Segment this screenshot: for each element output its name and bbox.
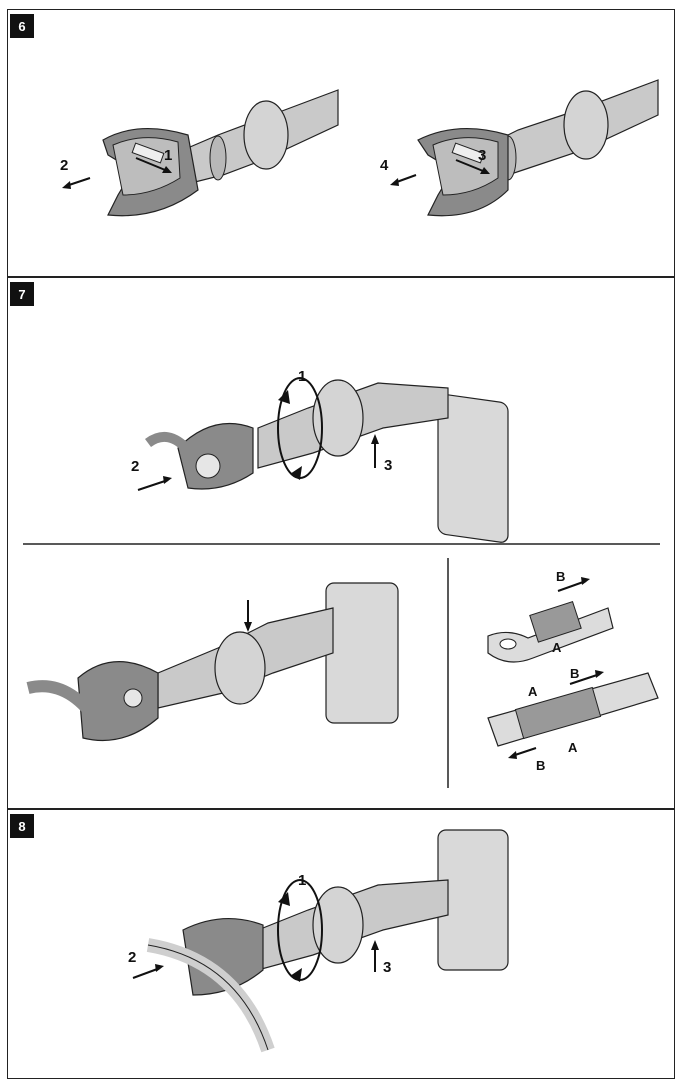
panel-number-badge: 6 — [10, 14, 34, 38]
label-2: 2 — [131, 458, 139, 475]
detail-label-a2: A — [528, 684, 538, 699]
label-2: 2 — [60, 157, 68, 174]
crimp-tool-step-8 — [146, 829, 509, 1053]
detail-label-b3: B — [536, 758, 545, 773]
panel-8: 8 1 2 3 — [7, 809, 675, 1079]
crimp-tool-top — [145, 379, 509, 543]
detail-label-a3: A — [568, 740, 578, 755]
label-3: 3 — [383, 959, 391, 976]
panel-6: 6 1 2 3 4 — [7, 9, 675, 277]
crimp-tool-bottom — [26, 582, 399, 741]
crimp-tool-left — [102, 89, 339, 217]
panel-number-badge: 7 — [10, 282, 34, 306]
label-1: 1 — [298, 368, 306, 385]
panel-7-illustration: 1 2 3 B A — [23, 368, 660, 788]
arrow-b-right — [569, 673, 601, 685]
crimp-tool-right — [417, 79, 659, 217]
label-4: 4 — [380, 157, 389, 174]
arrow-b-top — [557, 580, 587, 592]
panel-8-illustration: 1 2 3 — [128, 829, 509, 1053]
label-3: 3 — [384, 457, 392, 474]
label-3: 3 — [478, 147, 486, 164]
cable-lug-detail — [487, 600, 614, 663]
label-1: 1 — [298, 872, 306, 889]
arrow-2 — [137, 479, 169, 491]
label-2: 2 — [128, 949, 136, 966]
arrow-2 — [132, 967, 161, 979]
panel-number-badge: 8 — [10, 814, 34, 838]
cable-connector-detail — [487, 672, 659, 747]
panel-7: 7 1 2 3 — [7, 277, 675, 809]
panel-6-illustration: 1 2 3 4 — [60, 79, 659, 217]
detail-label-b: B — [556, 569, 565, 584]
detail-label-a: A — [552, 640, 562, 655]
label-1: 1 — [164, 147, 172, 164]
detail-label-b2: B — [570, 666, 579, 681]
